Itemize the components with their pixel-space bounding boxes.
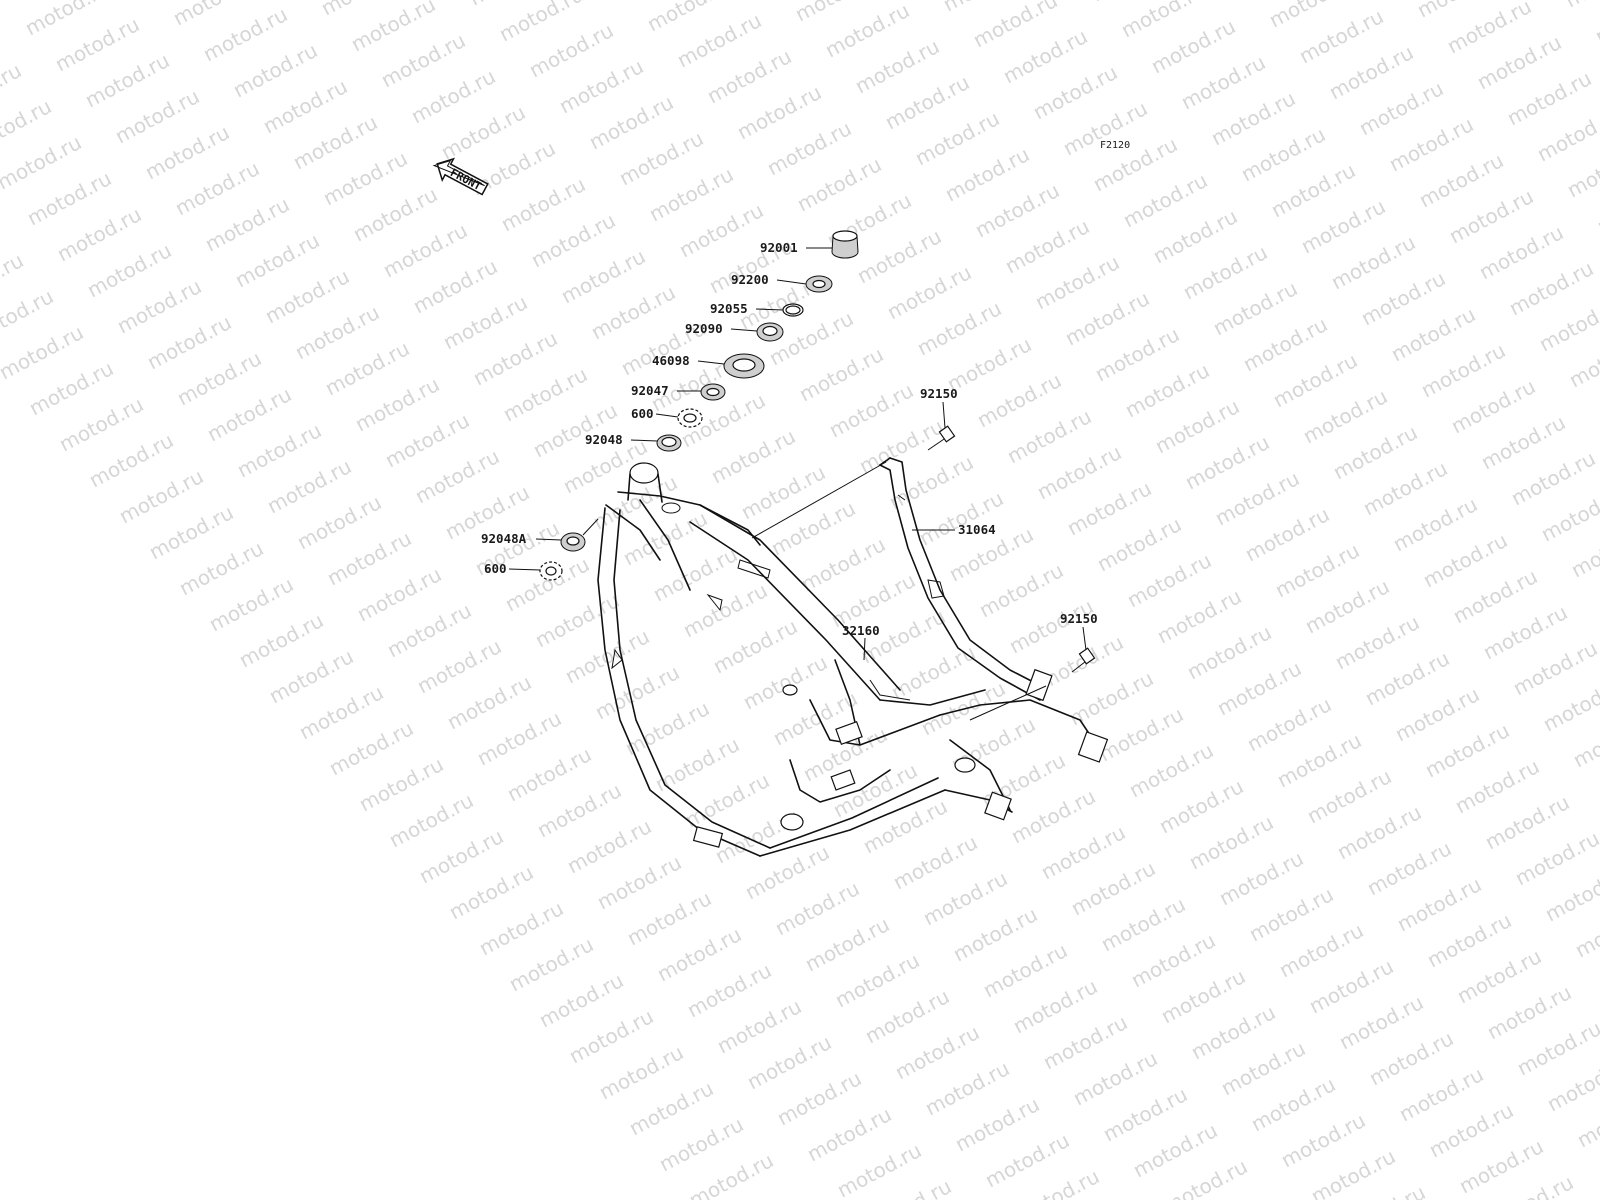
label-92090: 92090	[685, 321, 723, 336]
callout-92150-lower: 92150	[1060, 611, 1098, 651]
main-frame-32160	[597, 462, 1109, 857]
callout-31064: 31064	[912, 522, 996, 537]
callout-92048A: 92048A	[481, 531, 562, 546]
part-92090-nut	[756, 322, 784, 342]
callout-92055: 92055	[710, 301, 784, 316]
label-92055: 92055	[710, 301, 748, 316]
callout-92001: 92001	[760, 240, 832, 255]
figure-ref: F2120	[1100, 140, 1130, 151]
callout-46098: 46098	[652, 353, 725, 368]
label-92047: 92047	[631, 383, 669, 398]
callout-92090: 92090	[685, 321, 758, 336]
part-600-bearing-upper	[677, 408, 703, 428]
callout-600-upper: 600	[631, 406, 679, 421]
rear-rail-31064	[879, 457, 1053, 702]
label-31064: 31064	[958, 522, 996, 537]
part-92047-race	[700, 383, 726, 401]
label-600-lower: 600	[484, 561, 507, 576]
callout-92047: 92047	[631, 383, 701, 398]
part-92001-cap	[831, 230, 859, 259]
part-92048-race-upper	[656, 434, 682, 452]
label-92150-upper: 92150	[920, 386, 958, 401]
part-600-bearing-lower	[539, 561, 563, 581]
callout-92048: 92048	[585, 432, 658, 447]
part-92200-washer	[805, 275, 833, 293]
callout-92200: 92200	[731, 272, 807, 287]
label-92150-lower: 92150	[1060, 611, 1098, 626]
callout-32160: 32160	[842, 623, 880, 661]
label-32160: 32160	[842, 623, 880, 638]
part-92150-bolt-upper	[927, 425, 956, 451]
callout-92150-upper: 92150	[920, 386, 958, 429]
part-92055-oring	[782, 303, 804, 317]
callout-600-lower: 600	[484, 561, 541, 576]
watermark-text: motod.ru	[1591, 0, 1600, 48]
label-92001: 92001	[760, 240, 798, 255]
label-46098: 46098	[652, 353, 690, 368]
label-92048A: 92048A	[481, 531, 527, 546]
label-92200: 92200	[731, 272, 769, 287]
part-92150-bolt-lower	[1071, 647, 1096, 673]
front-label: FRONT	[448, 166, 484, 193]
label-600-upper: 600	[631, 406, 654, 421]
label-92048: 92048	[585, 432, 623, 447]
watermark-text: motod.ru	[1561, 0, 1600, 12]
part-46098-race	[723, 353, 765, 379]
part-92048A-race-lower	[560, 532, 586, 552]
